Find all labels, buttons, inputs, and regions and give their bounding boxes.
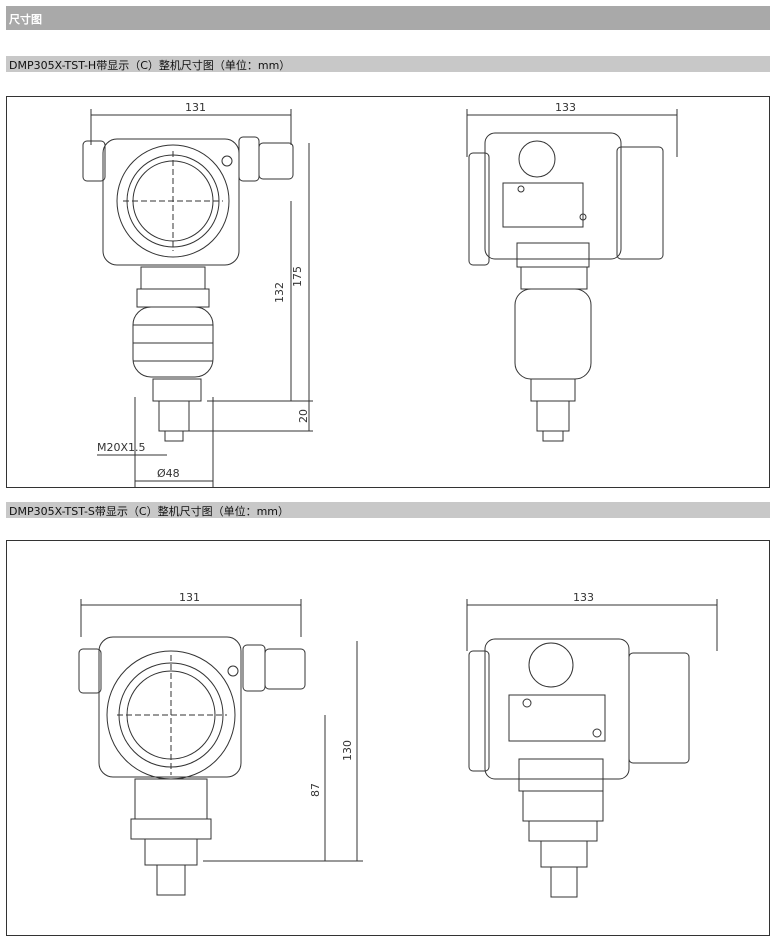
page-title: 尺寸图: [9, 13, 42, 26]
dim-side-width-s: 133: [573, 591, 594, 604]
dim-thread: M20X1.5: [97, 441, 146, 454]
drawing-h: 131 133 175 132 20 M20X1.5 Ø48: [82, 101, 678, 487]
section-title-s: DMP305X-TST-S带显示（C）整机尺寸图（单位：mm）: [9, 505, 290, 518]
section-title-bar-s: DMP305X-TST-S带显示（C）整机尺寸图（单位：mm）: [6, 502, 770, 518]
drawing-s: 131 133 130 87: [78, 591, 718, 898]
dim-body-height: 132: [273, 282, 286, 303]
dim-total-height-s: 130: [341, 740, 354, 761]
section-title-bar-h: DMP305X-TST-H带显示（C）整机尺寸图（单位：mm）: [6, 56, 770, 72]
header-bar: 尺寸图: [6, 6, 770, 30]
dim-front-width: 131: [185, 101, 206, 114]
section-title-h: DMP305X-TST-H带显示（C）整机尺寸图（单位：mm）: [9, 59, 291, 72]
drawing-panel-h: 131 133 175 132 20 M20X1.5 Ø48: [6, 96, 770, 488]
dim-side-width: 133: [555, 101, 576, 114]
dim-body-height-s: 87: [309, 783, 322, 797]
dim-total-height: 175: [291, 266, 304, 287]
dim-bottom-height: 20: [297, 409, 310, 423]
dim-diameter: Ø48: [157, 467, 180, 480]
dim-front-width-s: 131: [179, 591, 200, 604]
drawing-panel-s: 131 133 130 87: [6, 540, 770, 936]
